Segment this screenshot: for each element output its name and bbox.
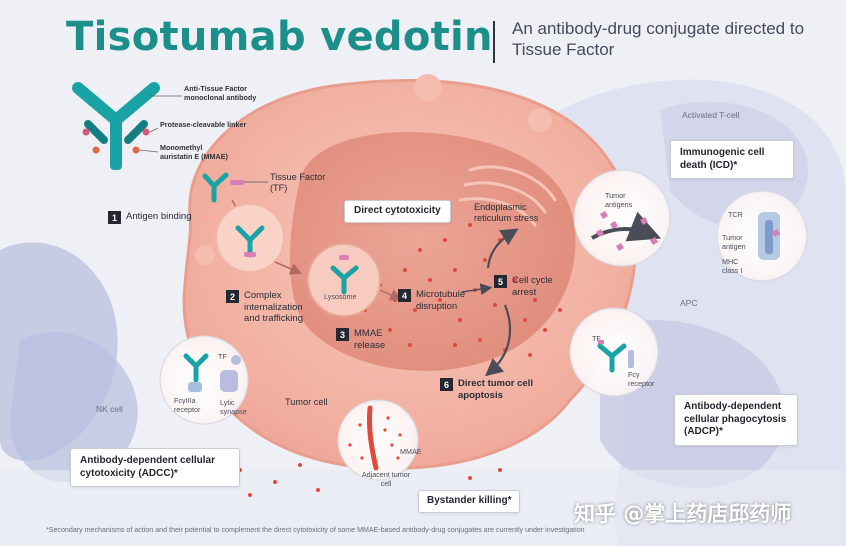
step-3-text: MMAE release [354, 328, 394, 351]
step-5-text: Cell cycle arrest [512, 275, 564, 298]
step-5: 5 Cell cycle arrest [494, 275, 564, 298]
lysosome-organelle [308, 244, 380, 316]
step-4-number: 4 [398, 289, 411, 302]
step-2: 2 Complex internalization and traffickin… [226, 290, 312, 325]
er-stress-label: Endoplasmic reticulum stress [474, 202, 550, 224]
step-4-text: Microtubule disruption [416, 289, 478, 312]
bystander-bubble [338, 400, 418, 480]
internalization-vesicle [216, 204, 284, 272]
step-4: 4 Microtubule disruption [398, 289, 478, 312]
tumor-antigen-label: Tumor antigen [722, 233, 758, 251]
adcc-box: Antibody-dependent cellular cytotoxicity… [70, 448, 240, 487]
icd-box: Immunogenic cell death (ICD)* [670, 140, 794, 179]
step-6-text: Direct tumor cell apoptosis [458, 378, 548, 401]
legend-antibody-label: Anti-Tissue Factor monoclonal antibody [184, 84, 279, 102]
tf-apc-label: TF [592, 334, 601, 343]
fcgr-receptor-nk-label: FcγIIIa receptor [174, 396, 218, 414]
tissue-factor-label: Tissue Factor (TF) [270, 172, 330, 194]
activated-tcell-label: Activated T-cell [682, 110, 739, 121]
step-3-number: 3 [336, 328, 349, 341]
apc-label: APC [680, 298, 697, 309]
step-1: 1 Antigen binding [108, 211, 192, 224]
watermark: 知乎 @掌上药店邱药师 [574, 498, 791, 528]
bystander-box: Bystander killing* [418, 490, 520, 513]
step-3: 3 MMAE release [336, 328, 394, 351]
tcr-label: TCR [728, 210, 743, 219]
direct-cytotoxicity-box: Direct cytotoxicity [344, 200, 451, 223]
lysosome-label: Lysosome [324, 292, 357, 301]
step-1-text: Antigen binding [126, 211, 192, 223]
adcp-box: Antibody-dependent cellular phagocytosis… [674, 394, 798, 446]
tumor-cell-label: Tumor cell [285, 397, 328, 408]
adjacent-tumor-cell-label: Adjacent tumor cell [360, 470, 412, 488]
nk-cell-label: NK cell [96, 404, 123, 415]
step-5-number: 5 [494, 275, 507, 288]
legend-payload-label: Monomethyl auristatin E (MMAE) [160, 143, 230, 161]
step-6-number: 6 [440, 378, 453, 391]
page-title: Tisotumab vedotin [66, 14, 493, 60]
tf-nk-label: TF [218, 352, 227, 361]
page-subtitle: An antibody-drug conjugate directed to T… [512, 18, 812, 60]
icd-bubble [574, 170, 670, 266]
footnote: *Secondary mechanisms of action and thei… [46, 526, 585, 534]
lytic-synapse-label: Lytic synapse [220, 398, 254, 416]
step-2-number: 2 [226, 290, 239, 303]
legend-linker-label: Protease-cleavable linker [160, 120, 255, 129]
mhc-label: MHC class I [722, 257, 752, 275]
tumor-antigens-label: Tumor antigens [605, 191, 645, 209]
step-2-text: Complex internalization and trafficking [244, 290, 312, 325]
fcg-receptor-apc-label: Fcγ receptor [628, 370, 664, 388]
step-6: 6 Direct tumor cell apoptosis [440, 378, 548, 401]
mmae-label: MMAE [400, 447, 422, 456]
title-divider [493, 21, 495, 63]
step-1-number: 1 [108, 211, 121, 224]
